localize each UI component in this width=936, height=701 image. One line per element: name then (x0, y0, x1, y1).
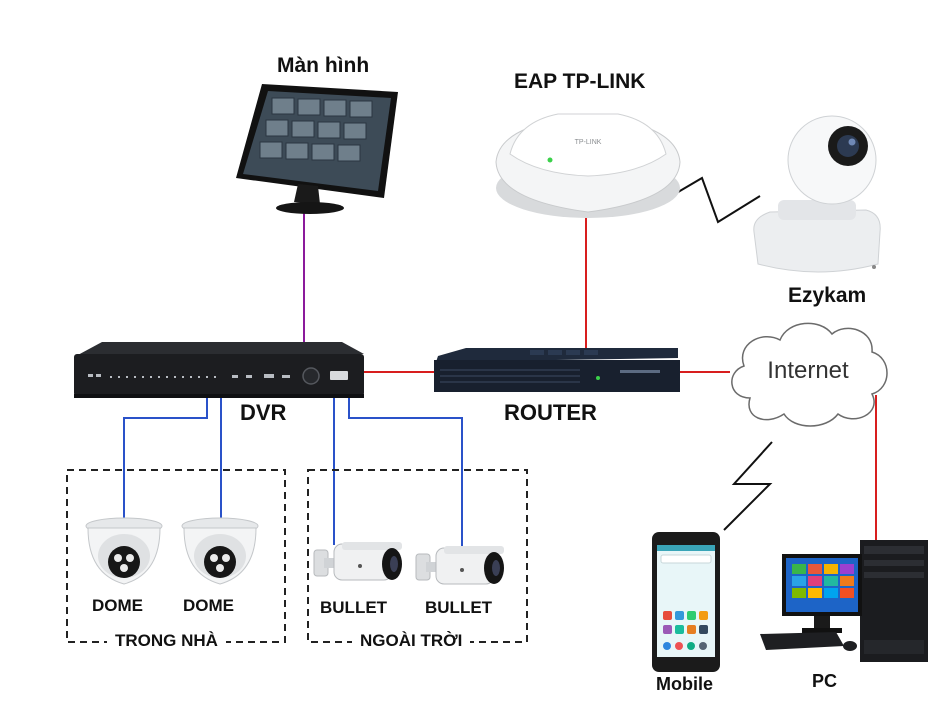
ezykam-camera-icon (753, 115, 881, 273)
monitor-icon (236, 84, 398, 214)
router-label: ROUTER (504, 400, 597, 425)
internet-cloud-icon: Internet (731, 322, 888, 427)
pc-icon (760, 540, 928, 662)
dome-2-label: DOME (183, 596, 234, 615)
bullet-camera-1-icon (313, 542, 402, 581)
dvr-bullet2-link (348, 398, 463, 550)
dome-1-label: DOME (92, 596, 143, 615)
access-point-icon: TP-LINK (495, 113, 681, 218)
pc-label: PC (812, 671, 838, 691)
outdoor-group-label: NGOÀI TRỜI (352, 631, 471, 651)
dvr-icon (74, 342, 364, 398)
bullet-1-label: BULLET (320, 598, 388, 617)
internet-text: Internet (767, 357, 849, 384)
ezykam-label: Ezykam (788, 284, 867, 307)
monitor-label: Màn hình (277, 54, 370, 77)
router-icon (434, 348, 680, 392)
dome-camera-2-icon (181, 517, 259, 585)
mobile-phone-icon (652, 532, 720, 672)
mobile-label: Mobile (656, 674, 713, 694)
dvr-label: DVR (240, 400, 287, 425)
indoor-group-label: TRONG NHÀ (107, 631, 226, 651)
eap-label: EAP TP-LINK (514, 70, 646, 93)
dome-camera-1-icon (85, 517, 163, 585)
bullet-2-label: BULLET (425, 598, 493, 617)
eap-brand-text: TP-LINK (575, 139, 602, 146)
outdoor-group-box (307, 469, 528, 643)
bullet-camera-2-icon (415, 546, 504, 585)
internet-mobile-wireless (723, 441, 773, 531)
dvr-dome1-link (123, 398, 208, 520)
